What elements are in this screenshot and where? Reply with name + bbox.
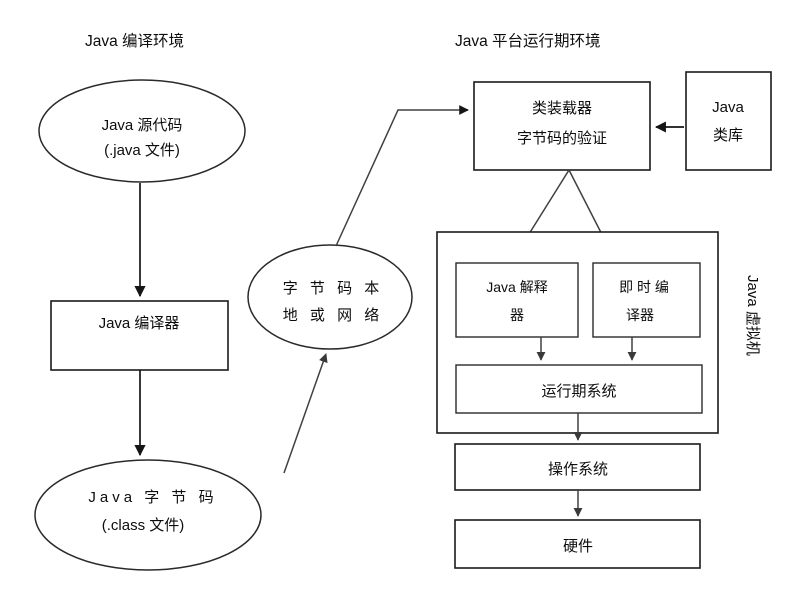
runtime-environment-title: Java 平台运行期环境 bbox=[455, 31, 601, 50]
java-bytecode-label-line2: (.class 文件) bbox=[102, 517, 185, 534]
class-loader-label-line2: 字节码的验证 bbox=[517, 130, 607, 147]
java-interpreter-label-line1: Java 解释 bbox=[486, 279, 547, 295]
java-compiler-label: Java 编译器 bbox=[99, 315, 180, 332]
java-source-code-label-line2: (.java 文件) bbox=[104, 142, 180, 159]
java-bytecode-label-line1: Java 字 节 码 bbox=[88, 489, 217, 506]
class-loader-label-line1: 类装载器 bbox=[532, 100, 592, 117]
jit-compiler-node bbox=[592, 262, 701, 338]
arrow-bytecode-to-transport bbox=[283, 353, 328, 474]
jit-compiler-label-line1: 即 时 编 bbox=[619, 279, 669, 295]
java-source-code-node bbox=[38, 79, 246, 183]
hardware-label: 硬件 bbox=[563, 538, 593, 555]
bytecode-transport-label-line2: 地 或 网 络 bbox=[283, 307, 384, 324]
arrow-transport-to-class-loader bbox=[335, 105, 469, 247]
compile-environment-title: Java 编译环境 bbox=[85, 31, 184, 50]
java-interpreter-node bbox=[455, 262, 579, 338]
runtime-system-node bbox=[455, 364, 703, 414]
hardware-node bbox=[454, 519, 701, 569]
bytecode-transport-label-line1: 字 节 码 本 bbox=[283, 280, 384, 297]
java-compiler-node bbox=[50, 300, 229, 371]
java-class-library-label-line2: 类库 bbox=[713, 127, 743, 144]
operating-system-label: 操作系统 bbox=[548, 461, 608, 478]
jit-compiler-label-line2: 译器 bbox=[626, 307, 654, 323]
runtime-system-label: 运行期系统 bbox=[541, 383, 616, 400]
java-interpreter-label-line2: 器 bbox=[510, 307, 524, 323]
class-loader-node bbox=[473, 81, 651, 171]
bytecode-transport-node bbox=[247, 244, 413, 350]
jvm-label: Java 虚拟机 bbox=[744, 275, 761, 356]
java-bytecode-node bbox=[34, 459, 262, 571]
java-class-library-label-line1: Java bbox=[712, 99, 744, 116]
operating-system-node bbox=[454, 443, 701, 491]
java-source-code-label-line1: Java 源代码 bbox=[102, 117, 183, 134]
java-class-library-node bbox=[685, 71, 772, 171]
